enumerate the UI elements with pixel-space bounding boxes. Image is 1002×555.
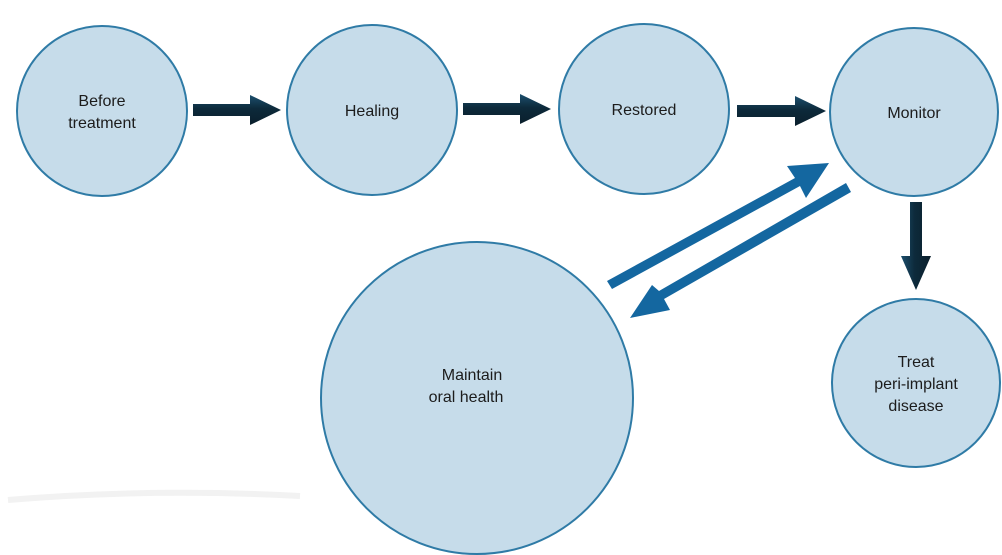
node-healing-circle [286,24,458,196]
arrow-monitor-to-treat [901,202,931,290]
arrow-restored-to-monitor [737,96,826,126]
node-treat-label-line3: disease [888,398,943,415]
arrow-before-to-healing [193,95,281,125]
node-restored: Restored [558,23,730,195]
node-monitor: Monitor [829,27,999,197]
node-maintain-oral-health: Maintain oral health [320,241,634,555]
node-treat-label-line2: peri-implant [874,376,958,393]
node-healing-label: Healing [345,103,399,120]
node-treat-peri-implant-disease: Treat peri-implant disease [831,298,1001,468]
node-treat-label-line1: Treat [898,354,935,371]
arrow-maintain-to-monitor [607,163,829,289]
node-before-treatment-circle [16,25,188,197]
node-before-treatment-label-line1: Before [78,93,125,110]
node-healing: Healing [286,24,458,196]
node-monitor-label: Monitor [887,105,941,122]
node-maintain-circle [320,241,634,555]
node-restored-circle [558,23,730,195]
decorative-faint-curve [7,489,301,503]
node-maintain-label-line2: oral health [429,389,504,406]
node-treat-circle [831,298,1001,468]
arrow-monitor-to-maintain [630,183,851,318]
node-before-treatment-label-line2: treatment [68,115,136,132]
arrow-healing-to-restored [463,94,551,124]
node-monitor-circle [829,27,999,197]
node-restored-label: Restored [612,102,677,119]
node-before-treatment: Before treatment [16,25,188,197]
node-maintain-label-line1: Maintain [442,367,502,384]
